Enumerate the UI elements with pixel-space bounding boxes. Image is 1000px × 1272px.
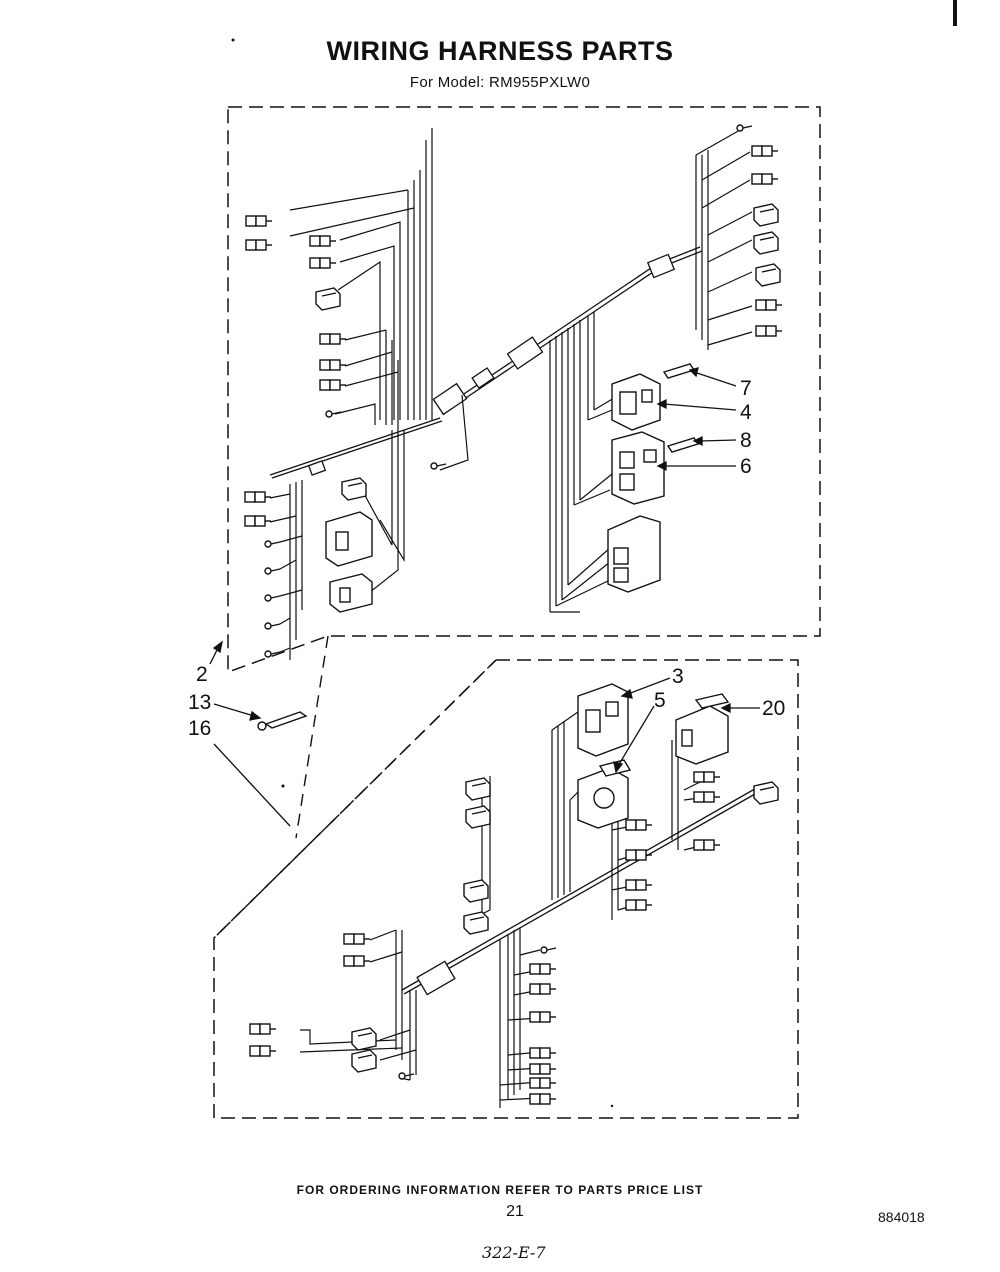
upper-left-switch-blocks [325,511,373,613]
ordering-note: FOR ORDERING INFORMATION REFER TO PARTS … [296,1183,704,1197]
callout-13: 13 [188,691,212,714]
lower-switch-wires [551,711,701,920]
callout-16: 16 [188,717,212,740]
callout-5: 5 [654,689,666,712]
callout-16-leader [213,743,291,827]
upper-left-vertical-wires [289,128,469,601]
lower-left-branch [299,929,417,1081]
lower-callout-leaders [613,677,760,774]
page-title: WIRING HARNESS PARTS [326,36,674,66]
callout-8: 8 [740,429,752,452]
upper-right-connectors [736,124,783,337]
model-subtitle: For Model: RM955PXLW0 [409,74,591,91]
upper-lower-left-branch [269,480,303,660]
callout-20: 20 [762,697,786,720]
callout-7: 7 [740,377,752,400]
left-callout-leaders [209,640,262,721]
upper-harness-trunk [269,246,703,479]
handwritten-code: 322-E-7 [482,1243,546,1262]
lower-switches [577,683,730,829]
specks [231,38,614,1108]
lower-harness-trunk [401,785,763,996]
upper-center-bundle [549,312,615,613]
callout-4: 4 [740,401,752,424]
upper-center-switches [607,363,700,593]
upper-right-fanout [695,129,753,350]
callout-6: 6 [740,455,752,478]
page-number: 21 [506,1203,524,1220]
lower-right-connectors [625,771,779,911]
connecting-dashed-lines [213,635,497,939]
loose-parts-13-16 [257,711,308,731]
page-edge-mark [953,0,957,26]
upper-harness-boundary [227,106,821,674]
document-number: 884018 [878,1209,925,1225]
lower-harness-boundary [213,659,799,1119]
upper-callout-leaders [656,367,737,472]
callout-2: 2 [196,663,208,686]
callout-3: 3 [672,665,684,688]
